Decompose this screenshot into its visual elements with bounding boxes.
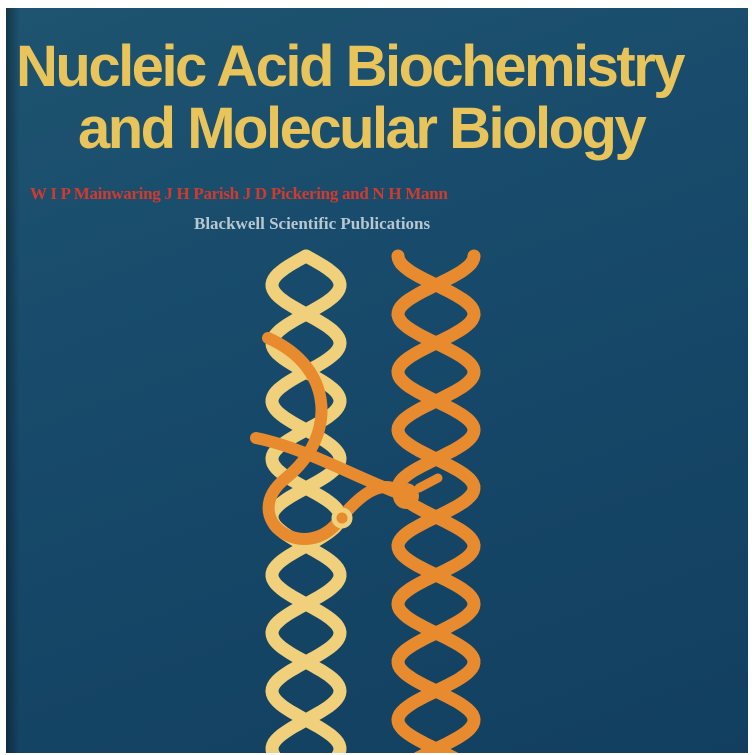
orange-knob-stem bbox=[414, 473, 443, 493]
title-line-1: Nucleic Acid Biochemistry bbox=[16, 34, 686, 99]
author-list: W I P Mainwaring J H Parish J D Pickerin… bbox=[30, 184, 448, 203]
right-helix-strand-b bbox=[391, 249, 481, 753]
book-cover: Nucleic Acid Biochemistry and Molecular … bbox=[6, 8, 748, 753]
left-helix bbox=[265, 249, 347, 753]
publisher-name: Blackwell Scientific Publications bbox=[194, 214, 431, 233]
crossover-strand-branch bbox=[250, 432, 412, 502]
orange-knob bbox=[393, 483, 419, 509]
spine-shadow bbox=[6, 8, 20, 753]
crossover-strand bbox=[250, 332, 443, 545]
crossover-strand-path bbox=[262, 332, 412, 545]
title-line-2: and Molecular Biology bbox=[78, 96, 647, 161]
pale-knob-ring bbox=[331, 507, 353, 529]
dna-double-helix-icon bbox=[250, 249, 481, 753]
right-helix bbox=[391, 249, 481, 753]
